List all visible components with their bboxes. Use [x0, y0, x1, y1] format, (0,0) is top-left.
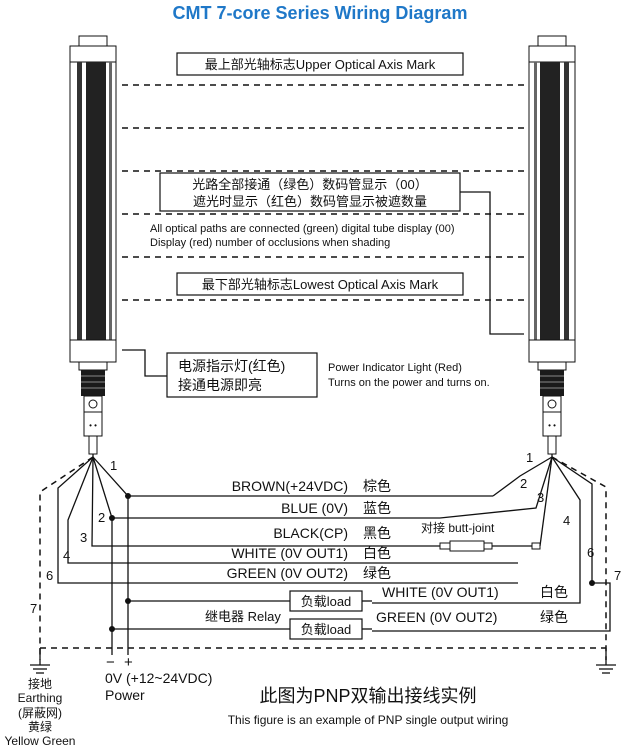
- display-description-line1: 光路全部接通（绿色）数码管显示（00）: [192, 177, 427, 192]
- wire-number-6-left: 6: [46, 568, 53, 583]
- wire-number-1-left: 1: [110, 458, 117, 473]
- earthing-cn: 接地: [28, 676, 52, 691]
- right-output-white-color: 白色: [540, 584, 568, 600]
- display-description-en-line1: All optical paths are connected (green) …: [150, 223, 455, 235]
- relay-label: 继电器 Relay: [205, 609, 281, 624]
- earthing-shield: (屏蔽网): [18, 706, 62, 720]
- wire-number-7-left: 7: [30, 601, 37, 616]
- power-voltage-label: 0V (+12~24VDC): [105, 670, 212, 686]
- wire-label-green: GREEN (0V OUT2): [227, 565, 348, 581]
- display-description-en-line2: Display (red) number of occlusions when …: [150, 237, 390, 249]
- display-description-box: [159, 172, 461, 212]
- right-output-white-label: WHITE (0V OUT1): [382, 584, 499, 600]
- optical-axes: [122, 84, 524, 301]
- upper-axis-mark-box: [176, 52, 464, 76]
- wire-color-green: 绿色: [363, 565, 391, 581]
- butt-joint: 对接 butt-joint: [421, 520, 541, 552]
- wire-number-2-right: 2: [520, 476, 527, 491]
- relay-loads: 负载load 负载load 继电器 Relay: [112, 590, 372, 640]
- power-indicator-en-2: Turns on the power and turns on.: [328, 377, 490, 389]
- wire-number-4-right: 4: [563, 513, 570, 528]
- power-indicator-box: [166, 352, 318, 398]
- butt-joint-label: 对接 butt-joint: [421, 520, 495, 535]
- upper-axis-mark-label: 最上部光轴标志Upper Optical Axis Mark: [205, 57, 436, 72]
- svg-text:• •: • •: [89, 421, 97, 430]
- wire-color-brown: 棕色: [363, 478, 391, 494]
- earthing-color-cn: 黄绿: [28, 719, 52, 734]
- right-light-curtain: • •: [528, 35, 576, 455]
- wire-color-blue: 蓝色: [363, 500, 391, 516]
- lowest-axis-mark-box: [176, 272, 464, 296]
- wire-number-7-right: 7: [614, 568, 621, 583]
- svg-text:• •: • •: [548, 421, 556, 430]
- ground-symbol-right: [596, 648, 616, 674]
- lowest-axis-mark-label: 最下部光轴标志Lowest Optical Axis Mark: [202, 277, 439, 292]
- left-light-curtain: • •: [69, 35, 117, 455]
- power-minus-sign: −: [106, 654, 115, 671]
- earthing-color-en: Yellow Green: [5, 734, 76, 748]
- wire-color-black: 黑色: [363, 525, 391, 541]
- wire-number-2-left: 2: [98, 510, 105, 525]
- ground-symbol-left: [30, 648, 50, 674]
- wire-label-brown: BROWN(+24VDC): [232, 478, 348, 494]
- power-indicator-cn-2: 接通电源即亮: [178, 377, 262, 393]
- power-indicator-cn-1: 电源指示灯(红色): [178, 358, 285, 374]
- wire-number-4-left: 4: [63, 548, 70, 563]
- load-box-2-label: 负载load: [301, 622, 352, 637]
- wire-label-white: WHITE (0V OUT1): [231, 545, 348, 561]
- wire-color-white: 白色: [363, 545, 391, 561]
- load-box-1-label: 负载load: [301, 594, 352, 609]
- power-indicator-light: [88, 399, 98, 409]
- wire-label-blue: BLUE (0V): [281, 500, 348, 516]
- power-plus-sign: +: [124, 654, 133, 671]
- footer-en: This figure is an example of PNP single …: [228, 713, 509, 727]
- right-wiring: [372, 454, 611, 660]
- left-connector: [81, 370, 105, 396]
- footer-cn: 此图为PNP双输出接线实例: [259, 686, 476, 706]
- right-output-green-label: GREEN (0V OUT2): [376, 609, 497, 625]
- right-connector: [540, 370, 564, 396]
- wire-number-3-left: 3: [80, 530, 87, 545]
- right-output-green-color: 绿色: [540, 609, 568, 625]
- wire-label-black: BLACK(CP): [273, 525, 348, 541]
- diagram-title: CMT 7-core Series Wiring Diagram: [173, 3, 468, 23]
- wire-number-1-right: 1: [526, 450, 533, 465]
- display-description-line2: 遮光时显示（红色）数码管显示被遮数量: [193, 194, 427, 209]
- power-indicator-en-1: Power Indicator Light (Red): [328, 362, 462, 374]
- wire-number-3-right: 3: [537, 490, 544, 505]
- earthing-en: Earthing: [18, 691, 63, 705]
- left-wiring: [39, 454, 518, 660]
- wire-number-6-right: 6: [587, 545, 594, 560]
- power-label: Power: [105, 687, 145, 703]
